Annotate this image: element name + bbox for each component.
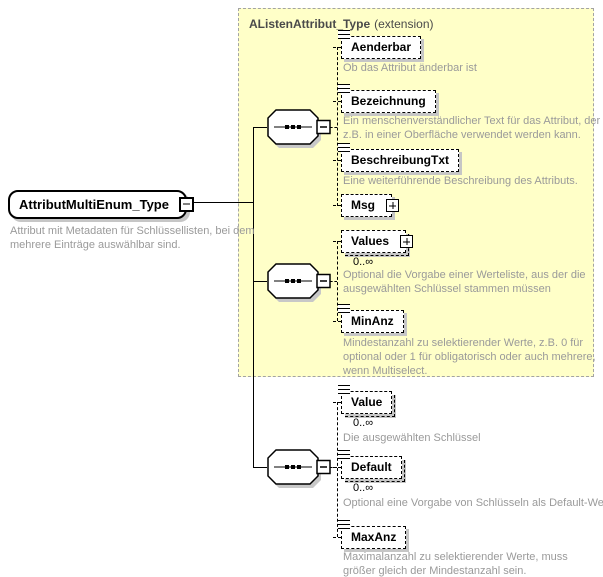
connector-line — [337, 402, 338, 537]
element-values[interactable]: Values — [341, 230, 414, 256]
connector-line — [333, 467, 341, 468]
extension-suffix: (extension) — [374, 17, 434, 31]
connector-line — [333, 241, 341, 242]
element-label: Default — [351, 460, 392, 474]
element-value[interactable]: Value — [338, 385, 396, 417]
connector-line — [333, 101, 341, 102]
text-content-icon — [338, 84, 350, 93]
multiplicity-label: 0..∞ — [353, 417, 374, 429]
element-msg[interactable]: Msg — [341, 194, 399, 217]
connector-line — [330, 127, 337, 128]
collapse-icon[interactable] — [178, 196, 194, 212]
element-annotation: Ob das Attribut änderbar ist — [343, 62, 477, 74]
connector-line — [337, 47, 338, 206]
element-label: Msg — [351, 198, 375, 212]
element-annotation: Ein menschenverständlicher Text für das … — [343, 115, 601, 141]
connector-line — [330, 281, 337, 282]
element-label: MinAnz — [351, 314, 394, 328]
connector-line — [333, 205, 341, 206]
element-annotation: Optional eine Vorgabe von Schlüsseln als… — [343, 497, 603, 509]
expand-icon[interactable] — [386, 199, 399, 212]
expand-icon[interactable] — [400, 235, 414, 248]
element-label: Bezeichnung — [351, 94, 426, 108]
text-content-icon — [338, 450, 350, 459]
sequence-compositor[interactable] — [265, 445, 335, 491]
text-content-icon — [338, 30, 350, 39]
element-label: BeschreibungTxt — [351, 153, 450, 167]
element-aenderbar[interactable]: Aenderbar — [338, 30, 422, 59]
connector-line — [333, 402, 341, 403]
extension-title: AListenAttribut_Type(extension) — [249, 17, 434, 31]
connector-line — [337, 241, 338, 321]
connector-line — [253, 281, 267, 282]
element-label: Aenderbar — [351, 40, 412, 54]
connector-line — [185, 202, 253, 203]
connector-line — [333, 537, 341, 538]
element-annotation: Mindestanzahl zu selektierender Werte, z… — [343, 337, 596, 377]
text-content-icon — [338, 143, 350, 152]
element-label: Value — [351, 395, 383, 409]
element-label: Values — [351, 234, 390, 248]
element-label: MaxAnz — [351, 530, 397, 544]
connector-line — [253, 127, 254, 468]
text-content-icon — [338, 304, 350, 313]
element-default[interactable]: Default — [338, 450, 405, 482]
extension-block: AListenAttribut_Type(extension) — [238, 8, 594, 377]
sequence-compositor[interactable] — [265, 105, 335, 151]
connector-line — [333, 321, 341, 322]
text-content-icon — [338, 385, 350, 394]
connector-line — [333, 160, 341, 161]
extension-type-name: AListenAttribut_Type — [249, 17, 371, 31]
root-annotation: Attribut mit Metadaten für Schlüssellist… — [10, 225, 255, 251]
text-content-icon — [338, 520, 350, 529]
element-annotation: Die ausgewählten Schlüssel — [343, 432, 481, 444]
element-minanz[interactable]: MinAnz — [338, 304, 404, 333]
element-annotation: Eine weiterführende Beschreibung des Att… — [343, 175, 578, 187]
multiplicity-label: 0..∞ — [353, 482, 374, 494]
element-maxanz[interactable]: MaxAnz — [338, 520, 407, 549]
root-element-label: AttributMultiEnum_Type — [19, 197, 169, 212]
connector-line — [253, 467, 267, 468]
element-annotation: Maximalanzahl zu selektierender Werte, m… — [343, 551, 568, 577]
connector-line — [253, 127, 267, 128]
connector-line — [333, 47, 341, 48]
root-element-box[interactable]: AttributMultiEnum_Type — [8, 190, 194, 219]
element-annotation: Optional die Vorgabe einer Werteliste, a… — [343, 269, 586, 295]
element-beschreibungtxt[interactable]: BeschreibungTxt — [338, 143, 460, 172]
multiplicity-label: 0..∞ — [353, 256, 374, 268]
element-bezeichnung[interactable]: Bezeichnung — [338, 84, 436, 113]
sequence-compositor[interactable] — [265, 259, 335, 305]
